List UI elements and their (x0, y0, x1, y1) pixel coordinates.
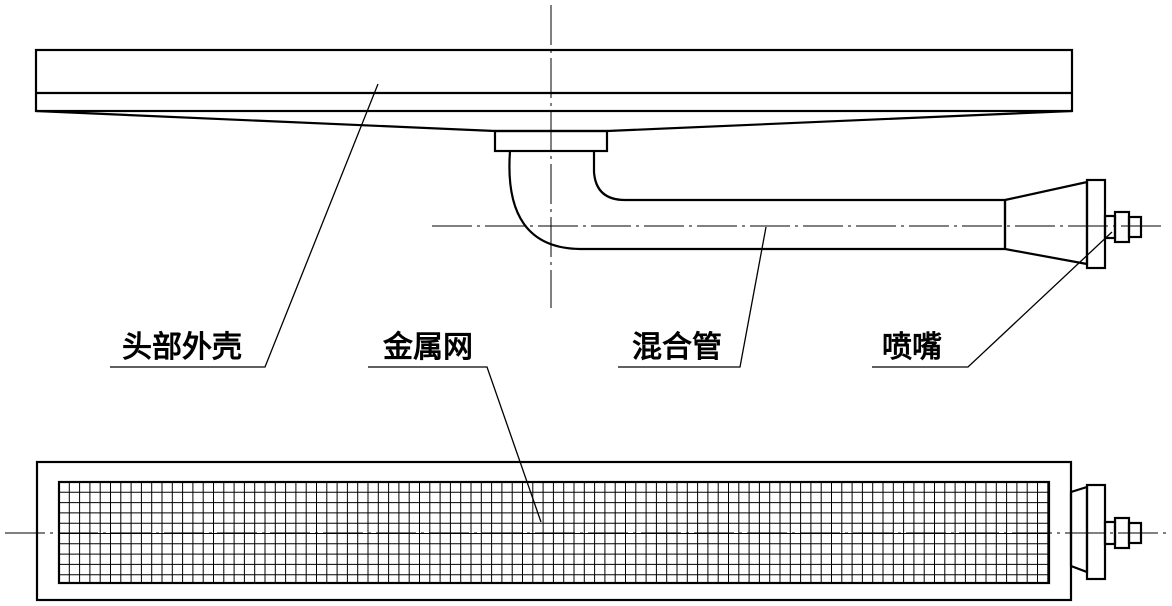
plan-nozzle (1069, 483, 1143, 581)
nozzle-leader (872, 231, 1113, 368)
mesh-label: 金属网 (382, 330, 473, 365)
mesh-leader (368, 366, 542, 523)
nozzle (1085, 178, 1143, 270)
mixing-tube-leader (618, 226, 767, 368)
head-shell (34, 48, 1074, 133)
nozzle-label: 喷嘴 (882, 330, 942, 365)
shell-label: 头部外壳 (122, 330, 242, 365)
connector-boss (493, 129, 609, 153)
burner-plan-view (5, 460, 1168, 602)
burner-elevation-view (34, 5, 1165, 308)
leader-lines (110, 83, 1113, 523)
mixing-tube-label: 混合管 (632, 330, 722, 365)
mixing-tube (508, 150, 1089, 266)
shell-leader (110, 83, 379, 368)
